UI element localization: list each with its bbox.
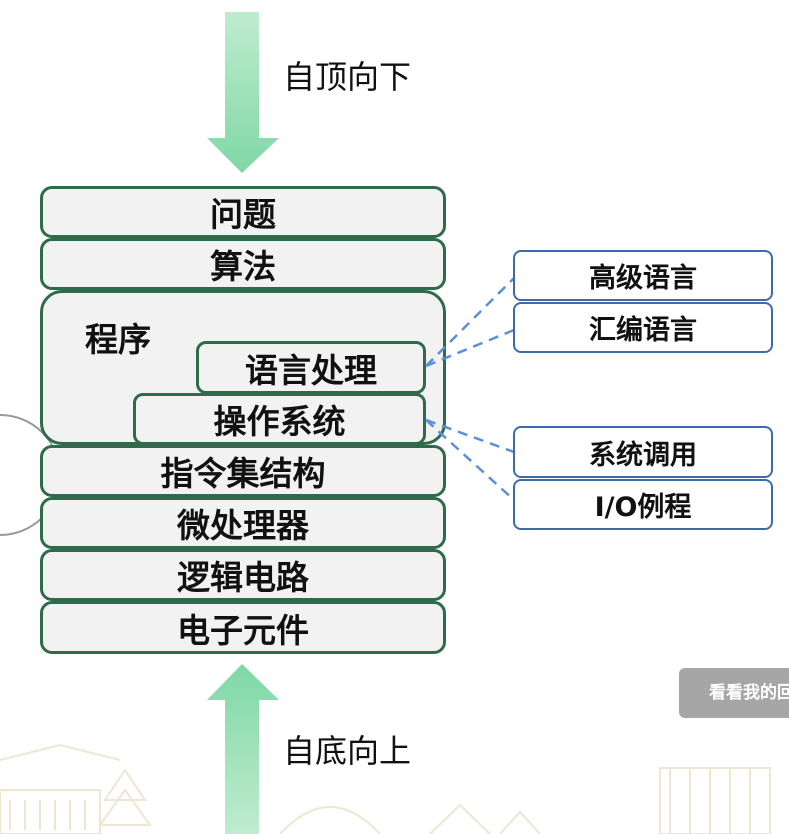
box-io-routine-label: I/O例程 [594,492,692,523]
box-io-routine: I/O例程 [513,479,773,530]
box-system-call: 系统调用 [513,426,773,478]
box-assembly-language-label: 汇编语言 [589,315,697,346]
layer-algorithm-label: 算法 [210,247,276,286]
bottom-up-arrow [207,664,279,834]
layer-language-processing: 语言处理 [196,341,426,394]
connector-io-routine [425,419,515,501]
layer-problem: 问题 [40,186,446,238]
box-high-level-language-label: 高级语言 [589,263,697,294]
box-assembly-language: 汇编语言 [513,302,773,353]
connector-assembly [425,328,515,368]
box-system-call-label: 系统调用 [589,439,697,471]
layer-operating-system: 操作系统 [133,393,426,445]
layer-operating-system-label: 操作系统 [213,402,346,441]
layer-electronic-components-label: 电子元件 [177,610,309,650]
connector-system-call [425,418,515,454]
layer-isa-label: 指令集结构 [160,454,326,493]
box-high-level-language: 高级语言 [513,250,773,301]
view-more-label: 看看我的回 [709,683,789,703]
layer-microprocessor: 微处理器 [40,497,446,549]
layer-isa: 指令集结构 [40,445,446,497]
top-down-arrow [207,12,279,173]
layer-program-label: 程序 [85,320,151,359]
bottom-up-label: 自底向上 [283,732,412,770]
connector-high-level [425,277,515,367]
layer-logic-circuit: 逻辑电路 [40,549,446,601]
layer-algorithm: 算法 [40,238,446,290]
layer-problem-label: 问题 [210,195,276,234]
view-more-button[interactable]: 看看我的回 [679,668,789,718]
layer-electronic-components: 电子元件 [40,601,446,654]
layer-microprocessor-label: 微处理器 [177,506,309,545]
layer-logic-circuit-label: 逻辑电路 [177,558,309,597]
top-down-label: 自顶向下 [283,58,412,96]
layer-language-processing-label: 语言处理 [245,350,377,390]
